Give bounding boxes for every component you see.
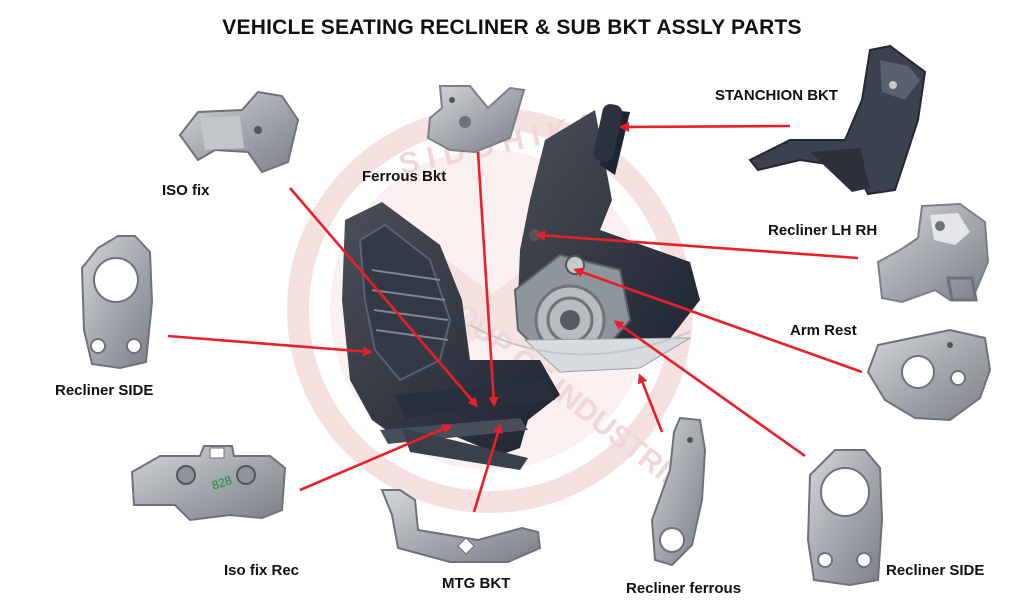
arrow-iso-fix (289, 187, 478, 408)
label-mtg-bkt: MTG BKT (442, 575, 511, 592)
arrow-recliner-side-left (167, 334, 373, 357)
label-recliner-side-left: Recliner SIDE (55, 382, 154, 399)
arm-rest-image (866, 328, 992, 422)
arrow-recliner-side-right (613, 320, 806, 458)
label-recliner-ferrous: Recliner ferrous (626, 580, 742, 597)
callout-arrows (167, 121, 863, 513)
label-ferrous-bkt: Ferrous Bkt (362, 168, 447, 185)
iso-fix-rec-image: 828 (130, 445, 287, 522)
label-recliner-lh-rh: Recliner LH RH (768, 222, 878, 239)
arrow-arm-rest (573, 267, 863, 374)
ferrous-bkt-image (426, 85, 526, 154)
arrow-stanchion-bkt (619, 121, 791, 132)
arrow-ferrous-bkt (476, 151, 499, 407)
recliner-lh-rh-image (876, 202, 990, 304)
recliner-ferrous-image (650, 416, 707, 567)
mtg-bkt-image (380, 489, 542, 563)
arrow-recliner-ferrous (637, 373, 664, 433)
arrow-iso-fix-rec (299, 424, 453, 492)
arrow-mtg-bkt (472, 423, 503, 513)
part-stamp-text: 828 (210, 473, 234, 493)
label-stanchion-bkt: STANCHION BKT (715, 87, 839, 104)
iso-fix-image (178, 90, 300, 174)
recliner-side-left-image (80, 235, 154, 370)
seat-frame-image (342, 202, 560, 470)
page-title: VEHICLE SEATING RECLINER & SUB BKT ASSLY… (222, 16, 802, 39)
stanchion-bkt-image (748, 44, 927, 196)
label-iso-fix-rec: Iso fix Rec (224, 562, 300, 579)
arrow-recliner-lh-rh (535, 230, 859, 260)
label-recliner-side-right: Recliner SIDE (886, 562, 985, 579)
label-iso-fix: ISO fix (162, 182, 210, 199)
label-arm-rest: Arm Rest (790, 322, 857, 339)
recliner-side-right-image (806, 449, 884, 587)
